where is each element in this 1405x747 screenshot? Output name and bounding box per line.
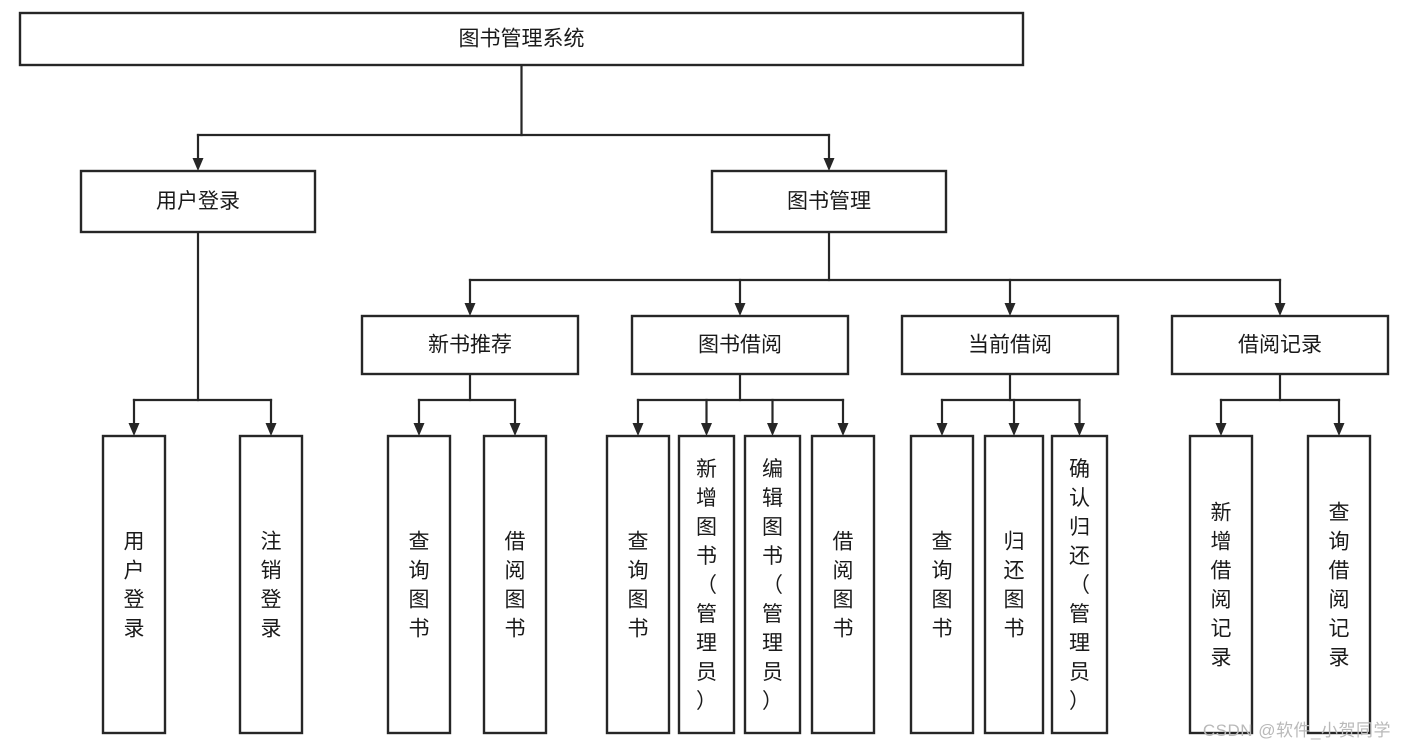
node-user-login[interactable]: 用户登录 (79, 169, 317, 234)
node-label: 注销登录 (261, 531, 282, 641)
node-label: 图书借阅 (698, 334, 782, 357)
node-box (238, 434, 304, 735)
node-leaf-confirm-return[interactable]: 确认归还（管理员） (1050, 434, 1109, 735)
node-box (18, 11, 1025, 67)
node-box (743, 434, 802, 735)
node-borrow-record[interactable]: 借阅记录 (1170, 314, 1390, 376)
node-leaf-return-book[interactable]: 归还图书 (983, 434, 1045, 735)
node-box (482, 434, 548, 735)
node-box (1188, 434, 1254, 735)
node-current-borrow[interactable]: 当前借阅 (900, 314, 1120, 376)
node-box (1050, 434, 1109, 735)
node-label: 查询借阅记录 (1329, 502, 1350, 670)
node-box (386, 434, 452, 735)
node-leaf-query-book-1[interactable]: 查询图书 (386, 434, 452, 735)
node-leaf-edit-book[interactable]: 编辑图书（管理员） (743, 434, 802, 735)
node-label: 查询图书 (628, 531, 649, 641)
node-label: 查询图书 (409, 531, 430, 641)
node-box (360, 314, 580, 376)
node-box (1306, 434, 1372, 735)
node-layer: 图书管理系统用户登录图书管理新书推荐图书借阅当前借阅借阅记录用户登录注销登录查询… (18, 11, 1390, 735)
node-box (630, 314, 850, 376)
node-book-borrow[interactable]: 图书借阅 (630, 314, 850, 376)
node-root[interactable]: 图书管理系统 (18, 11, 1025, 67)
node-leaf-query-book-3[interactable]: 查询图书 (909, 434, 975, 735)
node-leaf-user-login[interactable]: 用户登录 (101, 434, 167, 735)
node-label: 图书管理 (787, 190, 871, 213)
node-label: 图书管理系统 (459, 28, 585, 51)
node-box (983, 434, 1045, 735)
node-label: 借阅记录 (1238, 334, 1322, 357)
node-leaf-borrow-book-1[interactable]: 借阅图书 (482, 434, 548, 735)
node-label: 确认归还（管理员） (1069, 458, 1090, 713)
node-leaf-add-book[interactable]: 新增图书（管理员） (677, 434, 736, 735)
node-label: 新增图书（管理员） (696, 458, 717, 713)
node-leaf-query-book-2[interactable]: 查询图书 (605, 434, 671, 735)
node-box (79, 169, 317, 234)
node-box (677, 434, 736, 735)
node-label: 编辑图书（管理员） (762, 458, 783, 713)
node-box (909, 434, 975, 735)
node-new-book-rec[interactable]: 新书推荐 (360, 314, 580, 376)
node-box (101, 434, 167, 735)
node-label: 用户登录 (124, 531, 145, 641)
node-box (1170, 314, 1390, 376)
node-leaf-logout[interactable]: 注销登录 (238, 434, 304, 735)
node-leaf-query-record[interactable]: 查询借阅记录 (1306, 434, 1372, 735)
node-leaf-add-record[interactable]: 新增借阅记录 (1188, 434, 1254, 735)
node-label: 借阅图书 (833, 531, 854, 641)
node-box (605, 434, 671, 735)
node-label: 新增借阅记录 (1211, 502, 1232, 670)
node-box (810, 434, 876, 735)
node-label: 查询图书 (932, 531, 953, 641)
node-label: 当前借阅 (968, 334, 1052, 357)
node-label: 归还图书 (1004, 531, 1025, 641)
connector-layer (128, 63, 1345, 436)
node-leaf-borrow-book-2[interactable]: 借阅图书 (810, 434, 876, 735)
node-box (900, 314, 1120, 376)
node-label: 借阅图书 (505, 531, 526, 641)
node-book-manage[interactable]: 图书管理 (710, 169, 948, 234)
node-box (710, 169, 948, 234)
node-label: 新书推荐 (428, 334, 512, 357)
node-label: 用户登录 (156, 190, 240, 213)
